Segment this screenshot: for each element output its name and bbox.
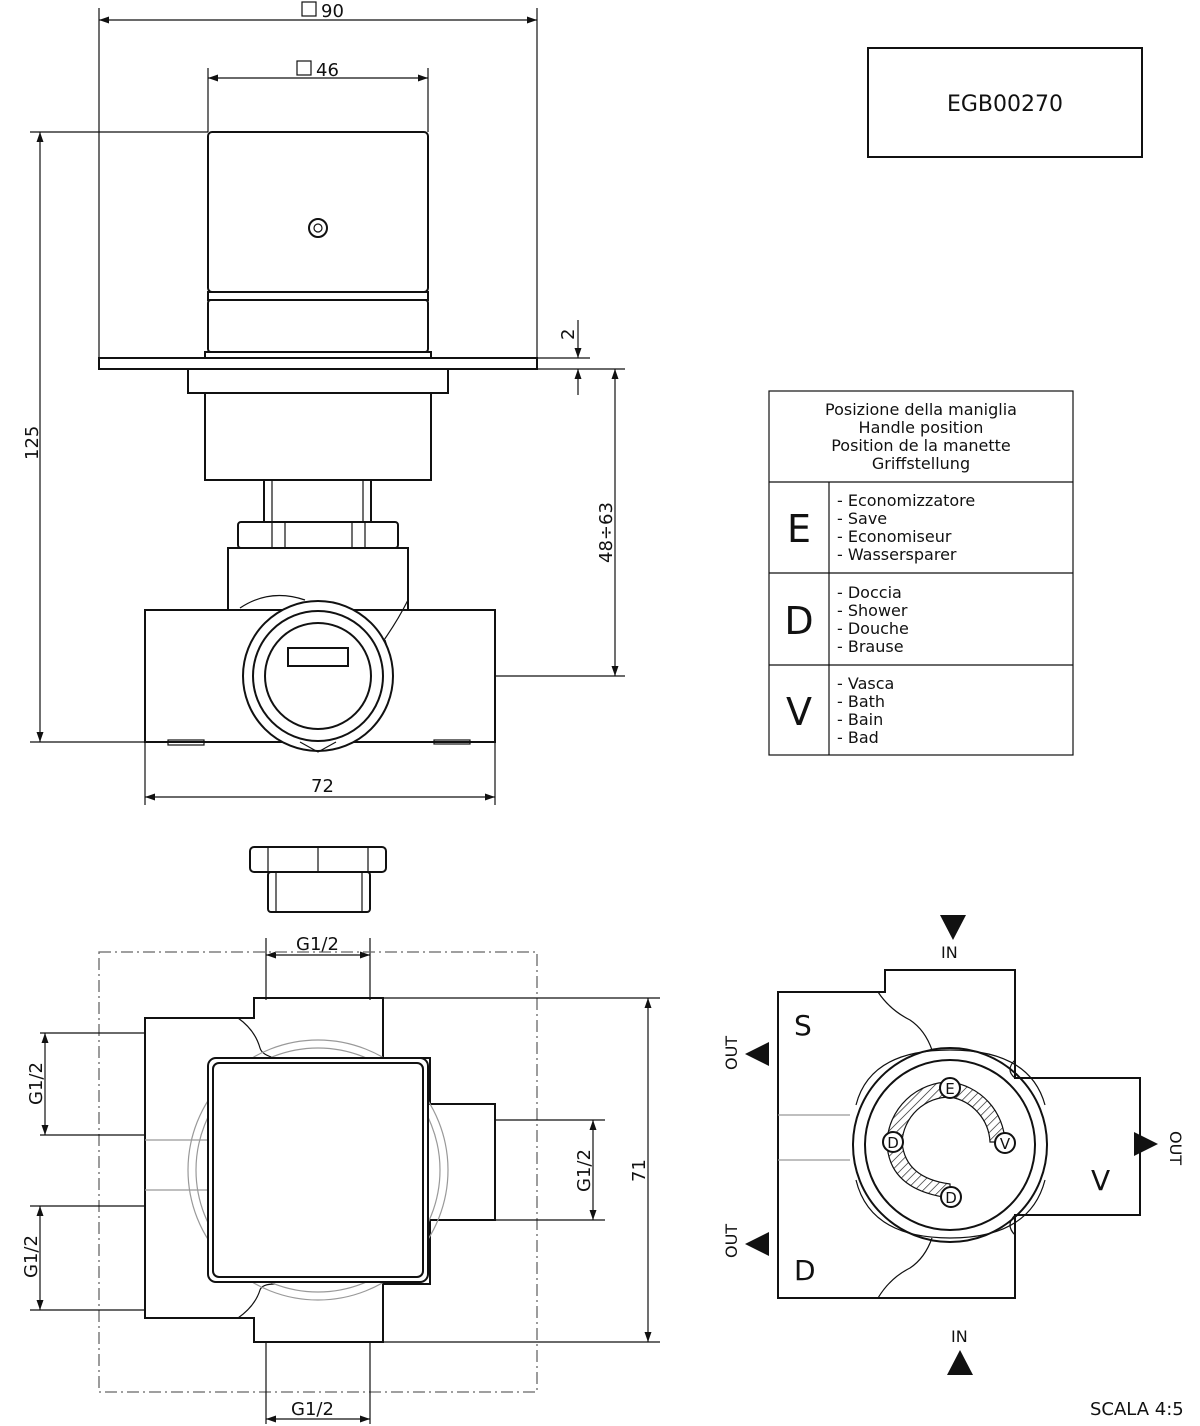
code-box: EGB00270 [867, 47, 1143, 158]
table-header-line: Posizione della maniglia [825, 400, 1017, 419]
flow-diagram: E V D D S D V IN IN OUT OUT OUT [722, 915, 1185, 1375]
arrow-up-icon [947, 1350, 973, 1375]
table-item: - Wassersparer [837, 545, 957, 564]
table-item: - Save [837, 509, 887, 528]
set-screw-icon [308, 218, 328, 238]
dim-g12-left-lower: G1/2 [21, 1235, 42, 1278]
handle-position-table: Posizione della maniglia Handle position… [768, 390, 1074, 756]
in-label-top: IN [941, 943, 958, 962]
table-item: - Economiseur [837, 527, 952, 546]
flow-label-v: V [1000, 1135, 1011, 1153]
dim-72: 72 [311, 776, 334, 797]
table-item: - Vasca [837, 674, 894, 693]
port-letter-d: D [794, 1254, 816, 1287]
table-header-line: Griffstellung [872, 454, 970, 473]
dim-2: 2 [558, 329, 579, 340]
table-item: - Bath [837, 692, 885, 711]
dim-g12-left-upper: G1/2 [26, 1062, 47, 1105]
flow-label-d: D [887, 1134, 899, 1152]
dim-g12-top: G1/2 [296, 934, 339, 955]
dim-48-63: 48÷63 [596, 502, 617, 563]
out-label-left-upper: OUT [722, 1036, 741, 1070]
table-key: V [786, 690, 812, 734]
table-item: - Brause [837, 637, 904, 656]
port-letter-v: V [1091, 1164, 1110, 1197]
arrow-down-icon [940, 915, 966, 940]
arrow-left-icon [745, 1042, 769, 1066]
square-symbol-icon [296, 60, 312, 76]
dim-46: 46 [316, 60, 339, 81]
scale-label: SCALA 4:5 [1090, 1399, 1184, 1420]
flow-label-e: E [945, 1080, 954, 1098]
table-header-line: Handle position [859, 418, 984, 437]
product-code: EGB00270 [947, 92, 1063, 117]
table-item: - Doccia [837, 583, 902, 602]
table-header-line: Position de la manette [831, 436, 1011, 455]
table-item: - Shower [837, 601, 908, 620]
arrow-right-icon [1134, 1132, 1158, 1156]
table-item: - Bain [837, 710, 883, 729]
dim-g12-right: G1/2 [574, 1149, 595, 1192]
arrow-left-icon [745, 1232, 769, 1256]
dim-g12-bottom: G1/2 [291, 1399, 334, 1420]
table-item: - Economizzatore [837, 491, 975, 510]
out-label-left-lower: OUT [722, 1224, 741, 1258]
dim-71: 71 [629, 1159, 650, 1182]
dim-90: 90 [321, 1, 344, 22]
table-item: - Bad [837, 728, 879, 747]
port-letter-s: S [794, 1009, 812, 1042]
front-view: 90 46 125 2 [22, 1, 625, 805]
flow-label-d: D [945, 1189, 957, 1207]
table-key: D [784, 599, 813, 643]
in-label-bottom: IN [951, 1327, 968, 1346]
dim-125: 125 [22, 426, 43, 460]
table-key: E [787, 507, 811, 551]
table-item: - Douche [837, 619, 909, 638]
out-label-right: OUT [1166, 1131, 1185, 1165]
top-view: G1/2 G1/2 G1/2 G1/2 71 [21, 846, 660, 1424]
square-symbol-icon [301, 1, 317, 17]
